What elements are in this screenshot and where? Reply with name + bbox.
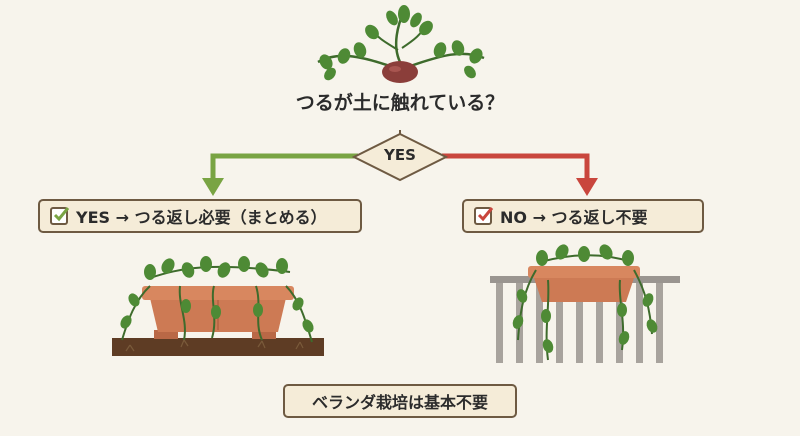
- no-branch-box: NO → つる返し不要: [462, 199, 704, 233]
- decision-label: YES: [384, 146, 416, 164]
- yes-arrowhead: [202, 178, 224, 196]
- question-text: つるが土に触れている？: [295, 92, 505, 114]
- no-arrow: [442, 153, 590, 180]
- green-check-icon: [50, 207, 70, 225]
- decision-diamond: [351, 132, 449, 182]
- yes-branch-label: YES → つる返し必要（まとめる）: [76, 208, 327, 227]
- no-branch-label: NO → つる返し不要: [500, 208, 648, 227]
- ground-planter-illustration: [112, 256, 324, 356]
- note-text: ベランダ栽培は基本不要: [311, 393, 488, 412]
- red-check-icon: [474, 207, 494, 225]
- yes-arrow: [210, 153, 358, 180]
- yes-branch-box: YES → つる返し必要（まとめる）: [38, 199, 362, 233]
- balcony-planter-illustration: [490, 244, 680, 363]
- no-arrowhead: [576, 178, 598, 196]
- sweet-potato-illustration: [317, 5, 485, 83]
- note-box: ベランダ栽培は基本不要: [283, 384, 517, 418]
